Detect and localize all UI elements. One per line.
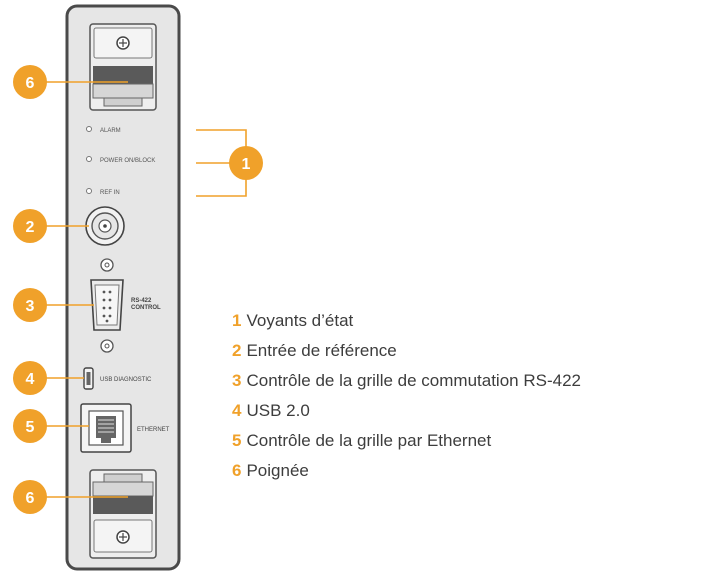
rs422-label-line1: RS-422 bbox=[131, 298, 152, 304]
callout-badge-handle-top: 6 bbox=[13, 65, 47, 99]
alarm-led bbox=[86, 126, 92, 132]
legend-number: 1 bbox=[232, 311, 242, 330]
legend-text: Poignée bbox=[246, 461, 309, 480]
legend-text: Voyants d’état bbox=[246, 311, 354, 330]
callout-badges: 6 1 2 3 4 5 6 bbox=[13, 65, 263, 514]
callout-number: 2 bbox=[26, 219, 35, 236]
callout-badge-status: 1 bbox=[229, 146, 263, 180]
callout-number: 4 bbox=[26, 371, 35, 388]
bottom-handle bbox=[89, 469, 157, 559]
alarm-label: ALARM bbox=[100, 128, 121, 134]
ethernet-label: ETHERNET bbox=[137, 427, 170, 433]
callout-badge-usb: 4 bbox=[13, 361, 47, 395]
ref-in-label: REF IN bbox=[100, 190, 120, 196]
callout-badge-rs422: 3 bbox=[13, 288, 47, 322]
callout-number: 3 bbox=[26, 298, 35, 315]
top-handle bbox=[89, 23, 157, 111]
callout-badge-handle-bottom: 6 bbox=[13, 480, 47, 514]
callout-number: 1 bbox=[242, 156, 251, 173]
callout-number: 5 bbox=[26, 419, 35, 436]
power-led bbox=[86, 156, 92, 162]
legend-number: 2 bbox=[232, 341, 242, 360]
legend-text: USB 2.0 bbox=[246, 401, 310, 420]
usb-label: USB DIAGNOSTIC bbox=[100, 377, 152, 383]
rs422-label-line2: CONTROL bbox=[131, 305, 161, 311]
status-leds: ALARM POWER ON/BLOCK REF IN bbox=[86, 126, 155, 196]
ethernet-port: ETHERNET bbox=[80, 403, 170, 453]
legend-number: 6 bbox=[232, 461, 242, 480]
legend-number: 5 bbox=[232, 431, 242, 450]
legend-number: 3 bbox=[232, 371, 242, 390]
bnc-connector bbox=[85, 206, 125, 246]
callout-badge-ref-in: 2 bbox=[13, 209, 47, 243]
rs422-connector: RS-422 CONTROL bbox=[90, 258, 161, 353]
legend-text: Contrôle de la grille par Ethernet bbox=[246, 431, 492, 450]
callout-number: 6 bbox=[26, 490, 35, 507]
callout-number: 6 bbox=[26, 75, 35, 92]
legend-text: Entrée de référence bbox=[246, 341, 397, 360]
power-label: POWER ON/BLOCK bbox=[100, 158, 155, 164]
legend-text: Contrôle de la grille de commutation RS-… bbox=[246, 371, 581, 390]
legend-number: 4 bbox=[232, 401, 242, 420]
callout-badge-ethernet: 5 bbox=[13, 409, 47, 443]
ref-in-led bbox=[86, 188, 92, 194]
